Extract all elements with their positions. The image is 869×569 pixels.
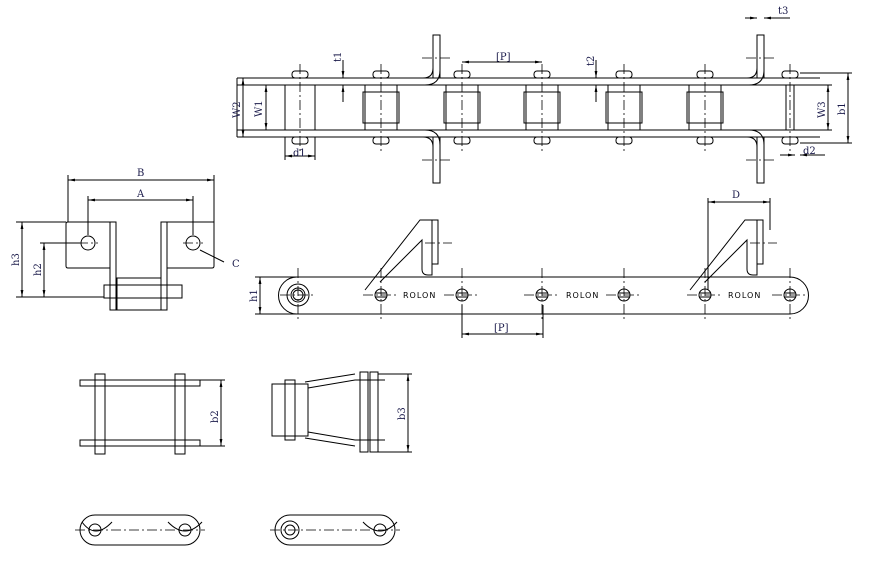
roller xyxy=(362,64,400,151)
pin xyxy=(363,268,399,322)
C-label: C xyxy=(232,259,240,270)
logo-2: ROLON xyxy=(566,291,599,300)
pin xyxy=(772,268,808,322)
h1-label: h1 xyxy=(249,289,260,302)
A-label: A xyxy=(136,189,145,200)
roller xyxy=(605,64,643,151)
h3-label: h3 xyxy=(11,253,22,266)
pin xyxy=(524,268,560,322)
t3-label: t3 xyxy=(778,6,788,17)
W1-label: W1 xyxy=(254,100,265,117)
small-views: b2 b3 xyxy=(75,371,412,546)
pin xyxy=(444,268,480,322)
top-view: [P] t1 t2 t3 W2 W1 W3 b1 d1 d2 xyxy=(232,6,852,184)
t1-label: t1 xyxy=(333,52,344,62)
pin xyxy=(606,268,642,322)
d1-label: d1 xyxy=(293,148,306,159)
pin xyxy=(687,268,723,322)
h2-label: h2 xyxy=(33,263,44,276)
pin xyxy=(280,268,316,322)
roller xyxy=(781,64,799,151)
pitch-label-side: [P] xyxy=(494,323,509,334)
end-view: B A C h3 h2 xyxy=(11,168,240,311)
pitch-label-top: [P] xyxy=(496,52,511,63)
logo-1: ROLON xyxy=(403,291,436,300)
B-label: B xyxy=(137,168,144,179)
d2-label: d2 xyxy=(803,146,816,157)
side-view: ROLON ROLON ROLON D h1 [P] xyxy=(249,190,809,338)
logo-3: ROLON xyxy=(728,291,761,300)
W3-label: W3 xyxy=(817,101,828,118)
roller xyxy=(284,64,316,151)
W2-label: W2 xyxy=(232,101,243,118)
b2-label: b2 xyxy=(210,410,221,423)
roller xyxy=(443,64,481,151)
t2-label: t2 xyxy=(586,56,597,66)
b3-label: b3 xyxy=(397,407,408,420)
roller xyxy=(523,64,561,151)
b1-label: b1 xyxy=(837,102,848,115)
D-label: D xyxy=(732,190,740,201)
roller xyxy=(686,64,724,151)
